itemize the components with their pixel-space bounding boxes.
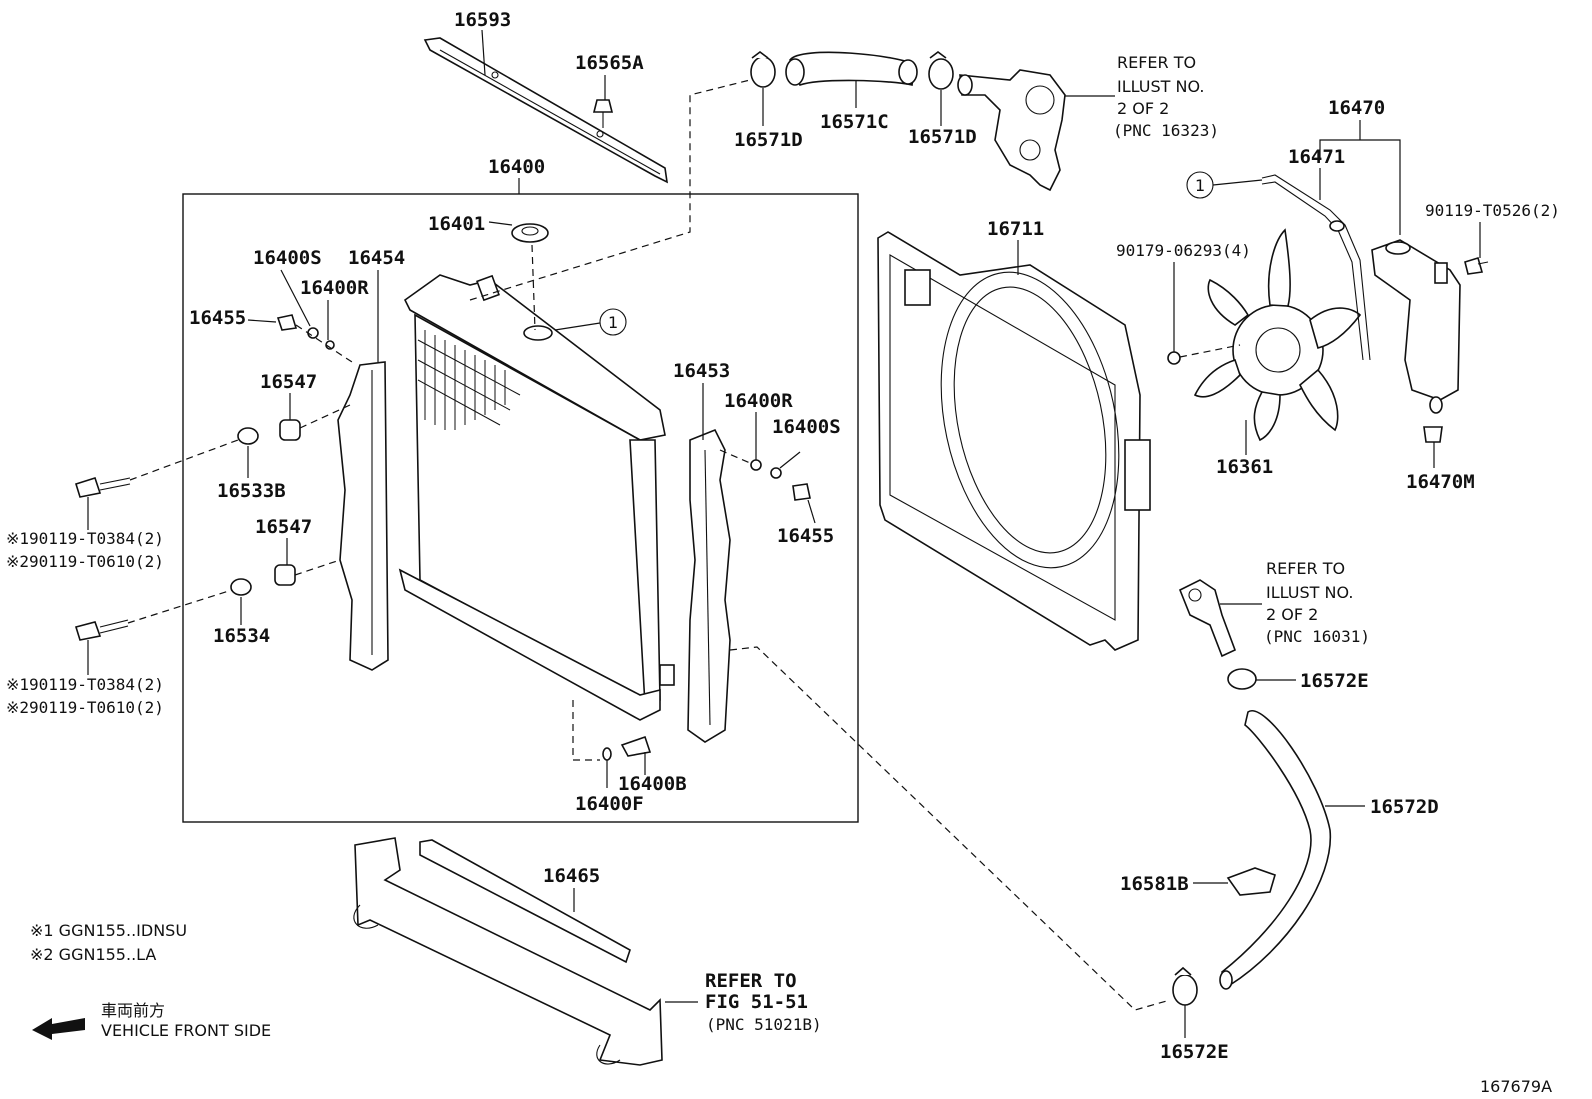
part-label-16571C: 16571C bbox=[820, 111, 889, 133]
svg-text:(PNC 16323): (PNC 16323) bbox=[1113, 121, 1219, 140]
part-label-16571D-right: 16571D bbox=[908, 126, 977, 148]
water-inlet-part bbox=[1178, 579, 1237, 658]
part-label-16455-left: 16455 bbox=[189, 307, 246, 329]
right-fasteners bbox=[750, 459, 811, 501]
svg-text:REFER TO: REFER TO bbox=[705, 970, 797, 992]
vehicle-front-en: VEHICLE FRONT SIDE bbox=[101, 1021, 271, 1040]
svg-text:REFER TO: REFER TO bbox=[1117, 53, 1196, 72]
part-label-90179-06293: 90179-06293(4) bbox=[1116, 241, 1251, 260]
part-label-16400B: 16400B bbox=[618, 773, 687, 795]
part-label-16453: 16453 bbox=[673, 360, 730, 382]
svg-text:ILLUST NO.: ILLUST NO. bbox=[1266, 583, 1353, 602]
part-label-90119-T0526: 90119-T0526(2) bbox=[1425, 201, 1560, 220]
clip-part bbox=[592, 99, 614, 128]
part-label-16465: 16465 bbox=[543, 865, 600, 887]
part-label-16400R-right: 16400R bbox=[724, 390, 793, 412]
bolt-label-lower-1: ※190119-T0384(2) bbox=[6, 675, 164, 694]
part-label-16400S-left: 16400S bbox=[253, 247, 322, 269]
reference-marker-circle bbox=[599, 308, 627, 336]
right-radiator-support-part bbox=[687, 428, 731, 743]
water-outlet-housing bbox=[957, 69, 1066, 192]
part-label-16534: 16534 bbox=[213, 625, 270, 647]
part-label-16400S-right: 16400S bbox=[772, 416, 841, 438]
refer-note-pnc-16323: REFER TO ILLUST NO. 2 OF 2 (PNC 16323) bbox=[1113, 53, 1219, 140]
part-label-16581B: 16581B bbox=[1120, 873, 1189, 895]
bolt-label-lower-2: ※290119-T0610(2) bbox=[6, 698, 164, 717]
part-label-16547-lower: 16547 bbox=[255, 516, 312, 538]
part-label-16401: 16401 bbox=[428, 213, 485, 235]
left-fasteners bbox=[276, 314, 335, 350]
illustration-id: 167679A bbox=[1480, 1077, 1552, 1096]
note-2: ※2 GGN155..LA bbox=[30, 945, 156, 964]
reservoir-cap-part bbox=[1423, 426, 1443, 443]
refer-note-pnc-16031: REFER TO ILLUST NO. 2 OF 2 (PNC 16031) bbox=[1264, 559, 1370, 646]
bolt-label-upper-2: ※290119-T0610(2) bbox=[6, 552, 164, 571]
upper-mount-parts bbox=[75, 419, 301, 498]
part-label-16455-right: 16455 bbox=[777, 525, 834, 547]
radiator-core-part bbox=[398, 274, 675, 721]
part-label-16361: 16361 bbox=[1216, 456, 1273, 478]
fan-nut-part bbox=[1167, 351, 1181, 365]
hose-clip-part bbox=[1226, 867, 1276, 896]
part-label-16572D: 16572D bbox=[1370, 796, 1439, 818]
part-label-16571D-left: 16571D bbox=[734, 129, 803, 151]
radiator-cap-part bbox=[511, 223, 549, 243]
reservoir-tank-part bbox=[1371, 239, 1461, 414]
part-label-16547-upper: 16547 bbox=[260, 371, 317, 393]
reservoir-bolt-part bbox=[1464, 256, 1489, 275]
part-label-16400F: 16400F bbox=[575, 793, 644, 815]
svg-text:REFER TO: REFER TO bbox=[1266, 559, 1345, 578]
note-1: ※1 GGN155..IDNSU bbox=[30, 921, 187, 940]
vehicle-front-jp: 車両前方 bbox=[101, 1001, 165, 1020]
part-label-16711: 16711 bbox=[987, 218, 1044, 240]
svg-text:2 OF 2: 2 OF 2 bbox=[1266, 605, 1318, 624]
svg-text:(PNC 16031): (PNC 16031) bbox=[1264, 627, 1370, 646]
marker-number-1b: 1 bbox=[1195, 176, 1205, 195]
svg-text:FIG 51-51: FIG 51-51 bbox=[705, 991, 808, 1013]
part-label-16593: 16593 bbox=[454, 9, 511, 31]
cooling-fan-part bbox=[1193, 228, 1362, 442]
vehicle-front-arrow-icon bbox=[32, 1018, 85, 1040]
drain-plug-parts bbox=[602, 735, 652, 761]
lower-seal-part bbox=[419, 839, 631, 964]
lower-hose-part bbox=[1219, 710, 1332, 990]
lower-radiator-support-part bbox=[353, 837, 663, 1066]
lower-hose-clamp-lower bbox=[1172, 966, 1198, 1006]
part-label-16400R-left: 16400R bbox=[300, 277, 369, 299]
part-label-16533B: 16533B bbox=[217, 480, 286, 502]
svg-text:ILLUST NO.: ILLUST NO. bbox=[1117, 77, 1204, 96]
svg-text:2 OF 2: 2 OF 2 bbox=[1117, 99, 1169, 118]
lower-hose-clamp-upper bbox=[1227, 668, 1257, 690]
hose-clamp-right bbox=[928, 51, 954, 90]
reference-marker-circle-2 bbox=[1186, 171, 1214, 199]
hose-clamp-left bbox=[750, 51, 776, 88]
part-label-16470: 16470 bbox=[1328, 97, 1385, 119]
part-label-16471: 16471 bbox=[1288, 146, 1345, 168]
upper-hose-part bbox=[785, 51, 918, 87]
refer-note-fig-51-51: REFER TO FIG 51-51 (PNC 51021B) bbox=[705, 970, 822, 1034]
part-label-16454: 16454 bbox=[348, 247, 405, 269]
svg-text:(PNC 51021B): (PNC 51021B) bbox=[706, 1015, 822, 1034]
part-label-16572E-lower: 16572E bbox=[1160, 1041, 1229, 1063]
part-label-16400: 16400 bbox=[488, 156, 545, 178]
left-radiator-support-part bbox=[337, 361, 389, 671]
part-label-16572E-upper: 16572E bbox=[1300, 670, 1369, 692]
lower-mount-parts bbox=[74, 564, 296, 641]
reservoir-hose-part bbox=[1261, 174, 1371, 361]
radiator-assembly-box bbox=[182, 193, 859, 823]
part-label-16470M: 16470M bbox=[1406, 471, 1475, 493]
marker-number-1: 1 bbox=[608, 313, 618, 332]
fan-shroud-part bbox=[877, 231, 1151, 651]
part-label-16565A: 16565A bbox=[575, 52, 644, 74]
bolt-label-upper-1: ※190119-T0384(2) bbox=[6, 529, 164, 548]
